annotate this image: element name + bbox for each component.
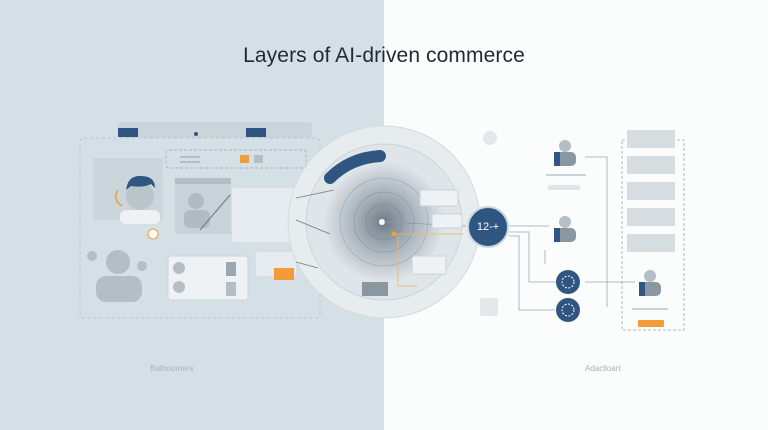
- central-ai-core: [287, 125, 498, 319]
- page-title: Layers of AI-driven commerce: [243, 44, 525, 67]
- right-caption: Adaclloart: [585, 364, 621, 373]
- left-caption: Bathourners: [150, 364, 194, 373]
- count-badge: 12-+: [467, 206, 509, 248]
- right-people: [546, 130, 675, 327]
- person-avatar-3: [639, 270, 661, 296]
- person-avatar-1: [554, 140, 576, 166]
- left-interface-frame: [79, 122, 321, 319]
- person-avatar-2: [554, 216, 576, 242]
